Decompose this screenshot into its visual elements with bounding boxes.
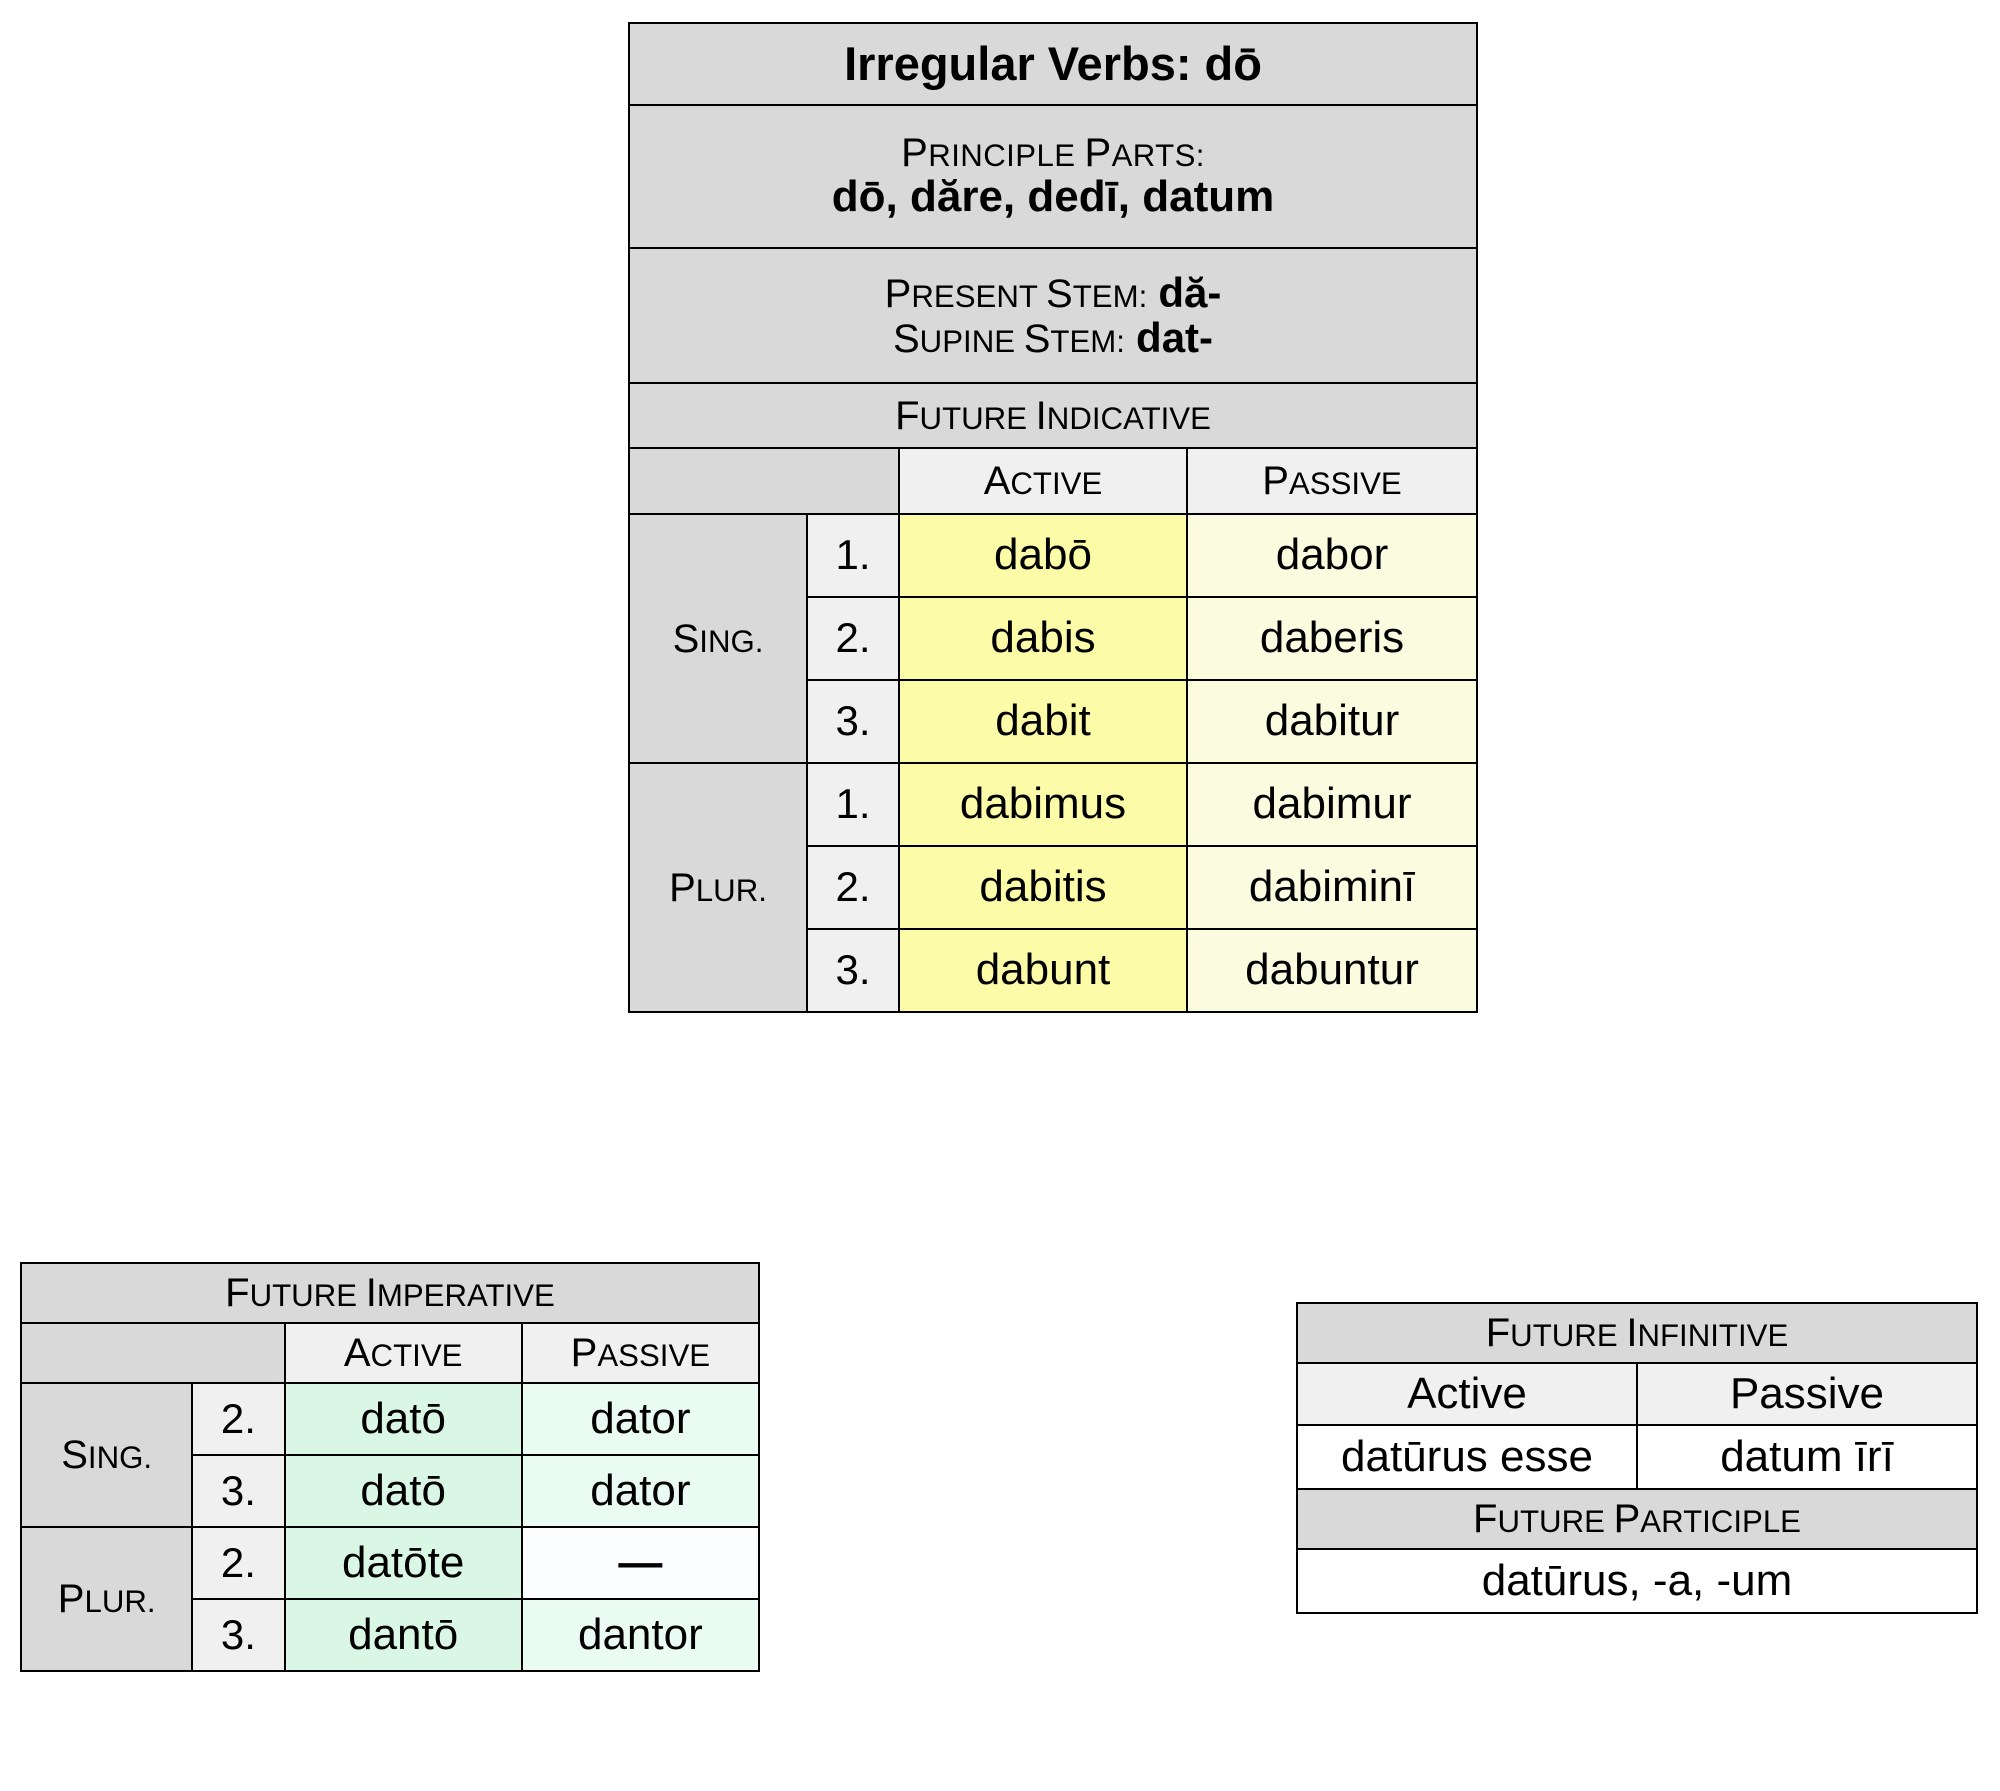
cell-sing-2-active: datō (283, 1382, 523, 1456)
column-header-passive: PASSIVE (1185, 447, 1479, 515)
person-number: 2. (191, 1526, 286, 1600)
present-stem-value: dă- (1158, 269, 1222, 317)
cell-sing-1-passive: dabor (1185, 513, 1479, 598)
future-infinitive-participle-chart: FUTURE INFINITIVE Active Passive datūrus… (1296, 1302, 1978, 1614)
person-number: 3. (191, 1598, 286, 1672)
person-number: 3. (806, 928, 900, 1013)
cell-infinitive-passive: datum īrī (1636, 1424, 1978, 1490)
principle-parts-label: PRINCIPLE PARTS: (901, 131, 1205, 176)
participle-header: FUTURE PARTICIPLE (1296, 1488, 1978, 1550)
present-stem-line: PRESENT STEM: dă- (630, 269, 1476, 317)
future-imperative-chart: FUTURE IMPERATIVE ACTIVE PASSIVE SING. 2… (19, 1262, 761, 1672)
cell-plur-2-passive: dabiminī (1185, 845, 1479, 930)
cell-plur-3-active: dabunt (898, 928, 1188, 1013)
cell-plur-2-active: dabitis (898, 845, 1188, 930)
table-row: 3. dabunt dabuntur (629, 928, 1479, 1013)
cell-plur-1-active: dabimus (898, 762, 1188, 847)
column-header-passive: Passive (1636, 1362, 1978, 1426)
cell-plur-2-passive-none: — (520, 1526, 761, 1600)
future-indicative-chart: Irregular Verbs: dō PRINCIPLE PARTS: dō,… (627, 22, 1479, 1013)
supine-stem-line: SUPINE STEM: dat- (630, 313, 1476, 361)
column-header-active: ACTIVE (283, 1322, 523, 1384)
person-number: 2. (806, 596, 900, 681)
cell-sing-2-passive: dator (520, 1382, 761, 1456)
table-row: 2. dabitis dabiminī (629, 845, 1479, 930)
principle-parts-value: dō, dăre, dedī, datum (831, 172, 1275, 222)
cell-sing-2-passive: daberis (1185, 596, 1479, 681)
mood-header: FUTURE INDICATIVE (627, 382, 1479, 449)
supine-stem-label: SUPINE STEM: (892, 316, 1125, 361)
person-number: 2. (191, 1382, 286, 1456)
corner-cell (20, 1322, 286, 1384)
principle-parts-cell: PRINCIPLE PARTS: dō, dăre, dedī, datum (627, 104, 1479, 249)
table-row: 3. dantō dantor (21, 1598, 761, 1672)
column-header-passive: PASSIVE (520, 1322, 761, 1384)
person-number: 3. (806, 679, 900, 764)
table-row: 2. dabis daberis (629, 596, 1479, 681)
corner-cell (628, 447, 900, 515)
column-header-active: ACTIVE (898, 447, 1188, 515)
cell-sing-1-active: dabō (898, 513, 1188, 598)
table-row: 3. datō dator (21, 1454, 761, 1528)
person-number: 2. (806, 845, 900, 930)
cell-plur-3-passive: dabuntur (1185, 928, 1479, 1013)
person-number: 1. (806, 513, 900, 598)
cell-future-participle: datūrus, -a, -um (1296, 1548, 1978, 1614)
cell-plur-1-passive: dabimur (1185, 762, 1479, 847)
table-row: PLUR. 1. dabimus dabimur (628, 762, 1479, 1013)
cell-sing-2-active: dabis (898, 596, 1188, 681)
imperative-header: FUTURE IMPERATIVE (20, 1262, 760, 1324)
cell-sing-3-passive: dator (520, 1454, 761, 1528)
cell-plur-3-active: dantō (283, 1598, 523, 1672)
column-header-active: Active (1296, 1362, 1638, 1426)
chart-title: Irregular Verbs: dō (627, 22, 1479, 106)
cell-sing-3-active: dabit (898, 679, 1188, 764)
stems-cell: PRESENT STEM: dă- SUPINE STEM: dat- (627, 247, 1479, 384)
row-group-label-singular: SING. (628, 513, 808, 764)
person-number: 1. (806, 762, 900, 847)
cell-sing-3-active: datō (283, 1454, 523, 1528)
table-row: SING. 2. datō dator (19, 1382, 761, 1528)
cell-plur-2-active: datōte (283, 1526, 523, 1600)
row-group-label-singular: SING. (19, 1382, 194, 1528)
present-stem-label: PRESENT STEM: (884, 272, 1148, 317)
infinitive-header: FUTURE INFINITIVE (1296, 1302, 1978, 1364)
cell-plur-3-passive: dantor (520, 1598, 761, 1672)
person-number: 3. (191, 1454, 286, 1528)
table-row: 3. dabit dabitur (629, 679, 1479, 764)
table-row: SING. 1. dabō dabor (628, 513, 1479, 764)
row-group-label-plural: PLUR. (628, 762, 808, 1013)
supine-stem-value: dat- (1136, 313, 1214, 361)
cell-sing-3-passive: dabitur (1185, 679, 1479, 764)
row-group-label-plural: PLUR. (19, 1526, 194, 1672)
table-row: PLUR. 2. datōte — (19, 1526, 761, 1672)
cell-infinitive-active: datūrus esse (1296, 1424, 1638, 1490)
